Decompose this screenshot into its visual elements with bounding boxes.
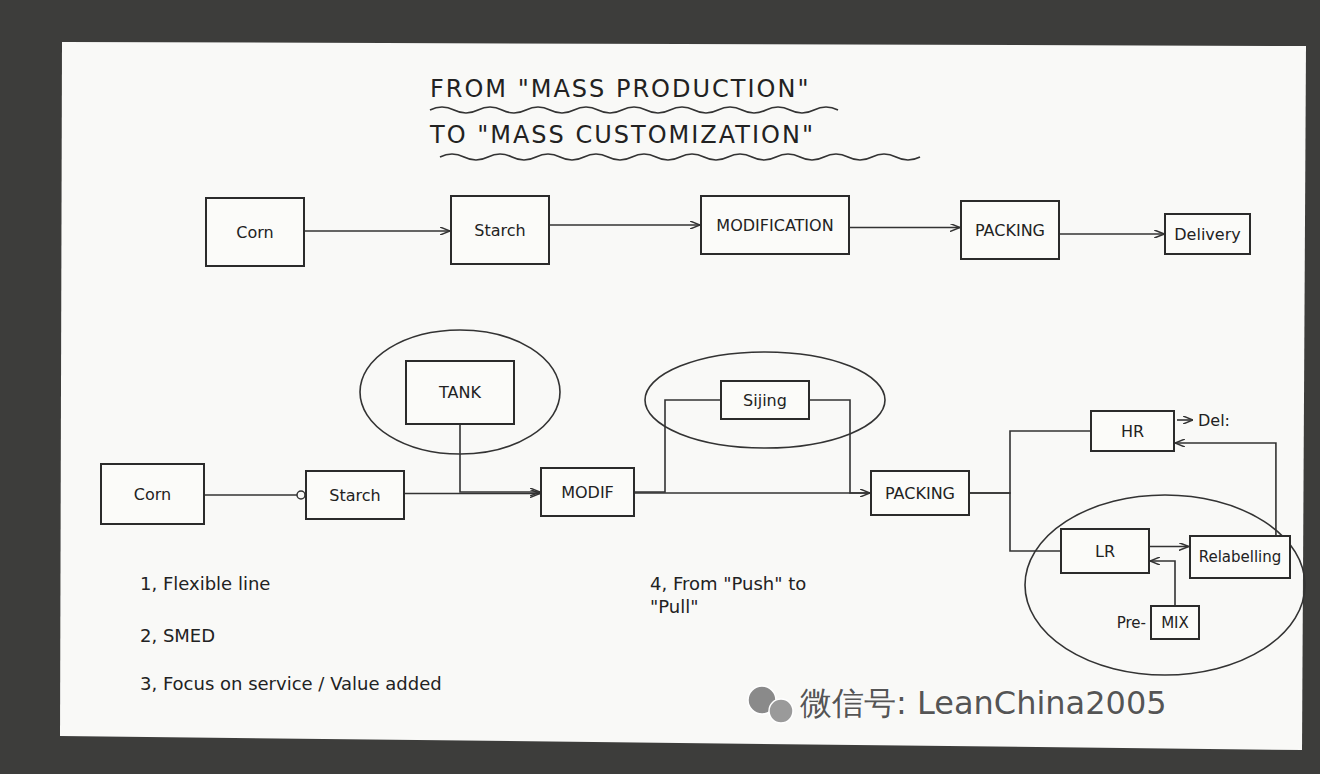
box-label: MODIFICATION xyxy=(716,216,833,235)
connector-arrow xyxy=(305,230,450,232)
process-box: Starch xyxy=(305,470,405,520)
connector-arrow xyxy=(405,493,540,495)
connector-arrow xyxy=(970,493,1060,551)
process-box: TANK xyxy=(405,360,515,425)
box-label: HR xyxy=(1121,422,1144,441)
connector-arrow xyxy=(1150,561,1175,605)
note-text: 2, SMED xyxy=(140,624,215,647)
connector-arrow xyxy=(1060,233,1164,235)
process-box: Corn xyxy=(205,197,305,267)
connector-arrow xyxy=(970,431,1090,493)
process-box: Relabelling xyxy=(1189,535,1292,579)
wavy-underline xyxy=(430,107,838,113)
connector-arrow xyxy=(850,227,960,229)
highlight-ellipse xyxy=(1025,495,1305,675)
box-label: Corn xyxy=(134,485,171,504)
paper-sheet xyxy=(60,42,1306,750)
process-box: PACKING xyxy=(870,470,970,516)
connector-arrow xyxy=(1150,546,1189,548)
box-label: MIX xyxy=(1161,614,1189,632)
connector-arrow xyxy=(635,400,720,492)
connector-arrow xyxy=(460,425,540,492)
box-label: LR xyxy=(1095,542,1115,561)
process-box: Starch xyxy=(450,195,550,265)
box-label: Sijing xyxy=(743,391,787,410)
box-label: Pre- xyxy=(1117,614,1146,632)
box-label: Relabelling xyxy=(1199,548,1282,566)
process-box: Delivery xyxy=(1164,213,1250,255)
process-box: HR xyxy=(1090,410,1175,452)
leader-arrow xyxy=(1177,419,1193,421)
wavy-underline xyxy=(440,154,920,160)
page-title: FROM "MASS PRODUCTION" TO "MASS CUSTOMIZ… xyxy=(430,66,850,158)
box-label: PACKING xyxy=(975,221,1045,240)
note-text: 4, From "Push" to "Pull" xyxy=(650,572,825,618)
connector-arrow xyxy=(205,494,305,496)
process-box: Sijing xyxy=(720,380,810,420)
box-label: Starch xyxy=(329,486,380,505)
connector-arrow xyxy=(550,224,700,226)
note-text: 1, Flexible line xyxy=(140,572,270,595)
note-text: 3, Focus on service / Value added xyxy=(140,672,442,695)
process-box: Pre-MIX xyxy=(1150,605,1200,640)
connector-arrow xyxy=(810,400,870,493)
process-box: MODIF xyxy=(540,467,635,517)
process-box: LR xyxy=(1060,528,1150,574)
box-label: TANK xyxy=(439,383,481,402)
watermark-text: 微信号: LeanChina2005 xyxy=(800,682,1167,724)
process-box: Corn xyxy=(100,463,205,525)
connector-arrow xyxy=(635,492,870,494)
process-box: PACKING xyxy=(960,200,1060,260)
connector-arrow xyxy=(1175,443,1276,535)
box-label: PACKING xyxy=(885,484,955,503)
wechat-icon xyxy=(769,699,793,723)
process-box: MODIFICATION xyxy=(700,195,850,255)
box-label: MODIF xyxy=(561,483,614,502)
box-label: Starch xyxy=(474,221,525,240)
box-label: Corn xyxy=(236,223,273,242)
box-label: Delivery xyxy=(1174,225,1240,244)
delivery-label: Del: xyxy=(1198,410,1230,431)
